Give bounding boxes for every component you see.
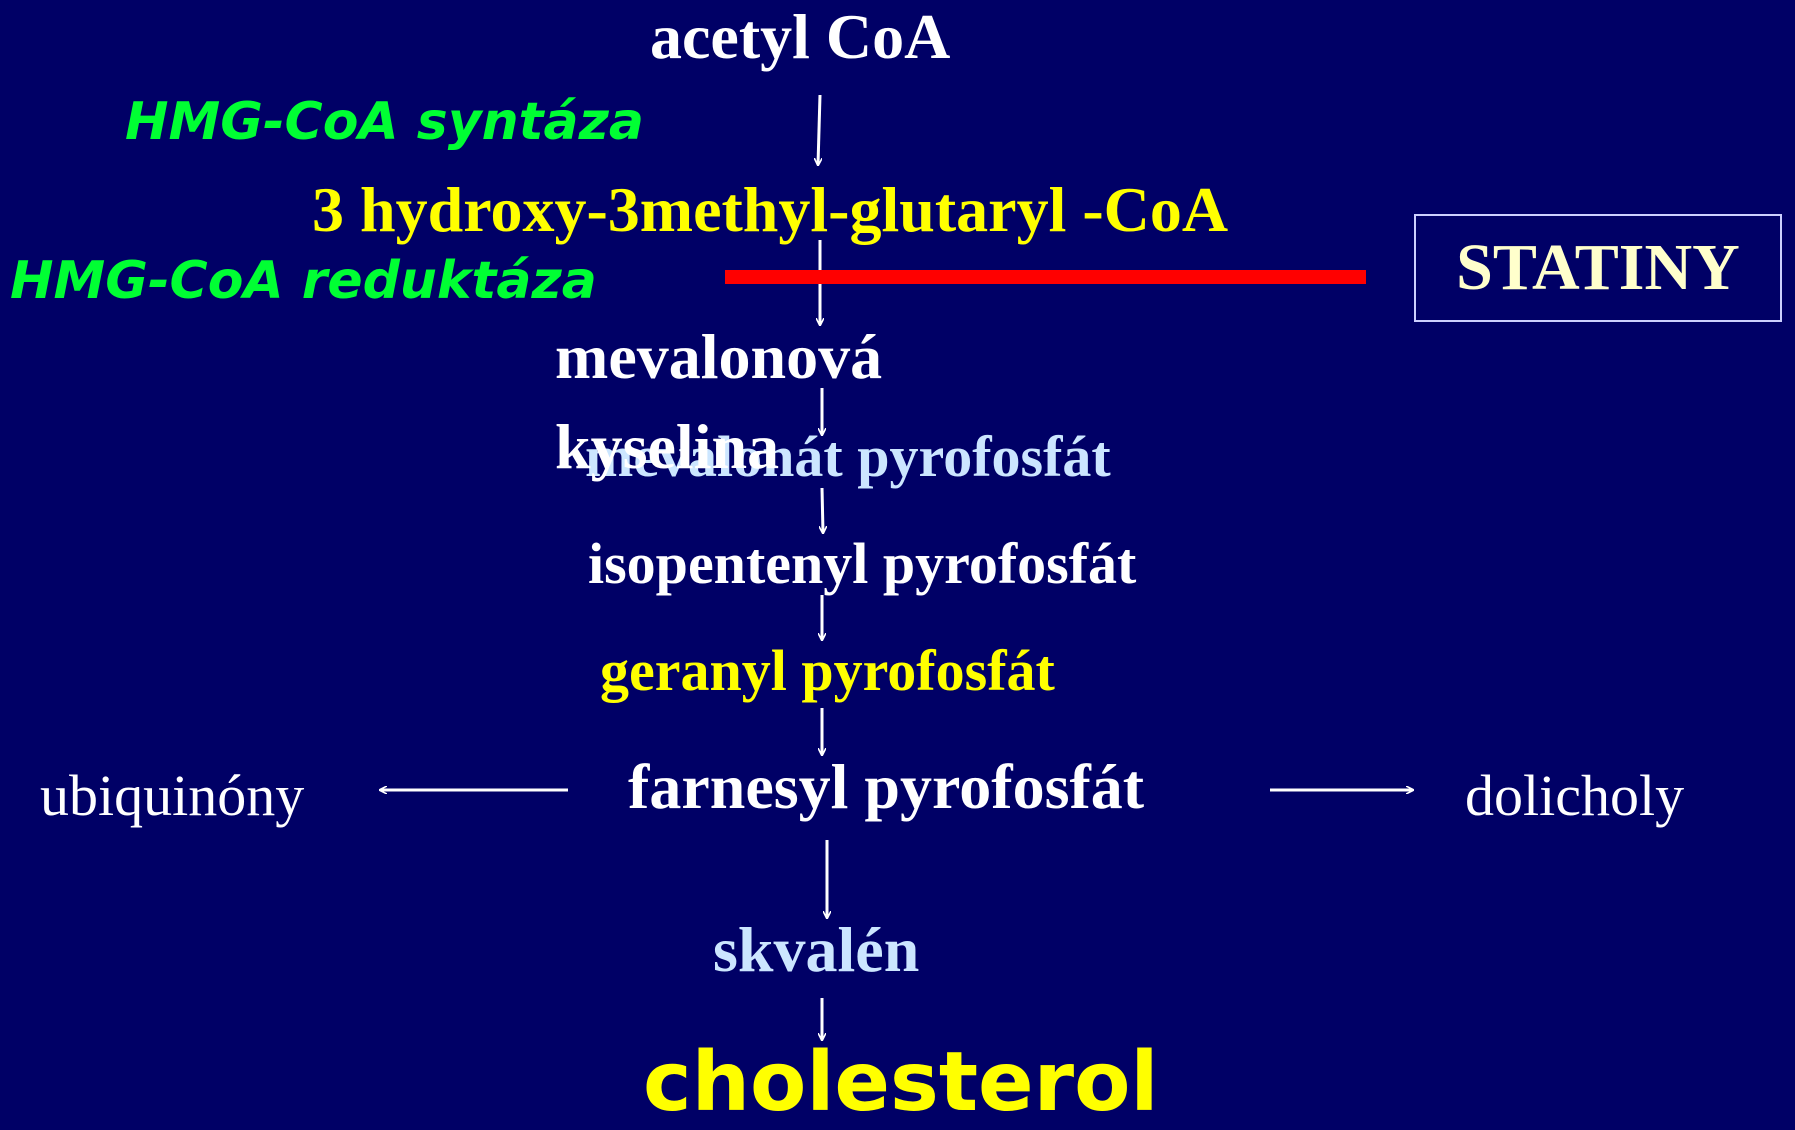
enzyme-hmg-coa-reduktaza: HMG-CoA reduktáza — [10, 251, 597, 311]
node-dolicholy: dolicholy — [1465, 763, 1685, 828]
node-farnesyl-pp: farnesyl pyrofosfát — [628, 751, 1145, 822]
statiny-box: STATINY — [1414, 214, 1782, 322]
node-isopentenyl-pp: isopentenyl pyrofosfát — [588, 531, 1137, 596]
node-ubiquinony: ubiquinóny — [40, 763, 305, 828]
node-mevalonova-line1: mevalonová — [555, 321, 883, 392]
inhibition-bar — [725, 270, 1366, 284]
arrow-acetyl-to-hmg — [818, 94, 820, 165]
node-acetyl-coa: acetyl CoA — [650, 1, 951, 72]
node-skvalen: skvalén — [713, 914, 920, 985]
node-hmg-coa: 3 hydroxy-3methyl-glutaryl -CoA — [312, 174, 1229, 245]
node-mevalonat-pp: mevalonát pyrofosfát — [585, 424, 1111, 489]
arrow-mevalonat-to-isopentenyl — [822, 487, 823, 533]
node-cholesterol: cholesterol — [643, 1035, 1159, 1130]
enzyme-hmg-coa-syntaza: HMG-CoA syntáza — [125, 92, 644, 152]
node-mevalonova-line2: kyselina — [555, 411, 780, 482]
node-geranyl-pp: geranyl pyrofosfát — [600, 638, 1055, 703]
statiny-label: STATINY — [1456, 231, 1740, 304]
